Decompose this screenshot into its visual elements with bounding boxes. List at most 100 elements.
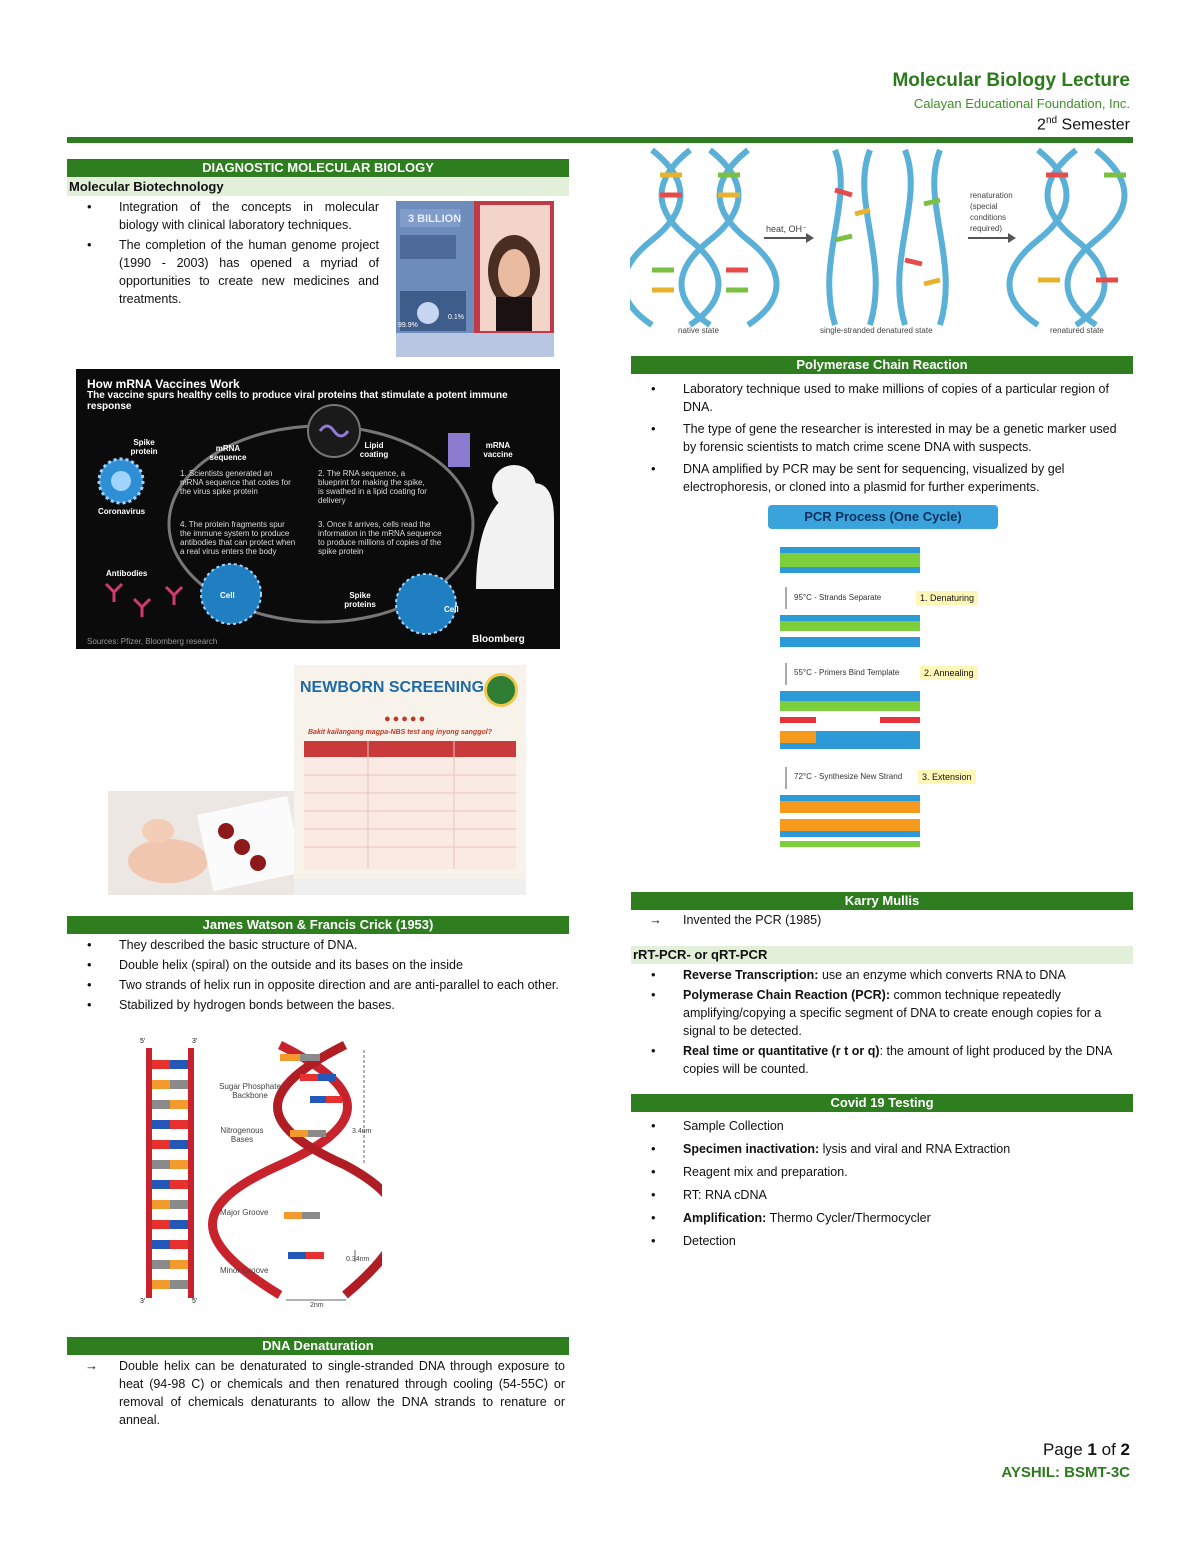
mrna-step-1: 1. Scientists generated an mRNA sequence… [180, 469, 291, 496]
list-item: Detection [631, 1232, 1131, 1250]
list-item: Reverse Transcription: use an enzyme whi… [631, 966, 1131, 984]
list-item: Two strands of helix run in opposite dir… [67, 976, 569, 994]
genome-image: 3 BILLION 99.9% 0.1% [396, 201, 554, 357]
mrna-image-title: How mRNA Vaccines Work [87, 377, 240, 391]
doh-seal [484, 673, 518, 707]
newborn-screening-image: NEWBORN SCREENING ●●●●● Bakit kailangang… [294, 665, 526, 895]
nbs-title: NEWBORN SCREENING [300, 679, 485, 696]
section-mullis-title: Karry Mullis [631, 892, 1133, 910]
document-title: Molecular Biology Lecture [892, 70, 1130, 91]
section-covid-title: Covid 19 Testing [631, 1094, 1133, 1112]
organization-name: Calayan Educational Foundation, Inc. [913, 96, 1130, 111]
label-mrna-sequence: mRNA sequence [209, 444, 247, 462]
genome-pct-a: 99.9% [398, 322, 418, 329]
label-minor-groove: Minor Groove [220, 1266, 269, 1275]
mrna-source: Sources: Pfizer, Bloomberg research [87, 637, 218, 646]
section-pcr-title: Polymerase Chain Reaction [631, 356, 1133, 374]
subsection-biotech-title: Molecular Biotechnology [67, 178, 569, 196]
label-cell-2: Cell [444, 605, 459, 614]
mrna-vaccine-image: How mRNA Vaccines Work The vaccine spurs… [76, 369, 560, 649]
pcr-figure-title: PCR Process (One Cycle) [768, 505, 998, 529]
page-number: Page 1 of 2 [1042, 1440, 1130, 1459]
nbs-table [304, 741, 516, 869]
label-spike-protein: Spike protein [130, 438, 158, 456]
pcr-process-figure: PCR Process (One Cycle) 95°C - Stra [768, 505, 998, 865]
genome-photo: 3 BILLION 99.9% 0.1% [396, 201, 554, 357]
label-2nm: 2nm [310, 1302, 324, 1309]
label-spike-proteins: Spike proteins [344, 591, 376, 609]
list-item: Real time or quantitative (r t or q): th… [631, 1042, 1131, 1078]
label-renatured-state: renatured state [1050, 326, 1104, 335]
mrna-cycle-diagram [97, 404, 554, 635]
list-item: RT: RNA cDNA [631, 1186, 1131, 1204]
list-item: They described the basic structure of DN… [67, 936, 569, 954]
section-watson-crick-title: James Watson & Francis Crick (1953) [67, 916, 569, 934]
label-single-stranded: single-stranded denatured state [820, 326, 933, 335]
list-item: Stabilized by hydrogen bonds between the… [67, 996, 569, 1014]
list-item: Polymerase Chain Reaction (PCR): common … [631, 986, 1131, 1040]
list-item: Specimen inactivation: lysis and viral a… [631, 1140, 1131, 1158]
dna-structure-diagram: 5' 3' 3' 5' Sugar Phosphate Backbone Nit… [120, 1030, 403, 1312]
list-item: Integration of the concepts in molecular… [67, 198, 379, 234]
pcr-step2-tag: 2. Annealing [920, 666, 978, 680]
list-item: Invented the PCR (1985) [631, 911, 1131, 929]
ladder-5prime-top: 5' [140, 1038, 146, 1045]
covid-list: Sample Collection Specimen inactivation:… [631, 1117, 1131, 1252]
list-item: DNA amplified by PCR may be sent for seq… [631, 460, 1131, 496]
biotech-list: Integration of the concepts in molecular… [67, 198, 379, 310]
label-backbone: Sugar Phosphate Backbone [219, 1082, 281, 1100]
nbs-question: Bakit kailangang magpa-NBS test ang inyo… [308, 729, 492, 736]
list-item: Amplification: Thermo Cycler/Thermocycle… [631, 1209, 1131, 1227]
nbs-dots: ●●●●● [384, 713, 428, 725]
pcr-step1-tag: 1. Denaturing [916, 591, 979, 605]
header-rule [67, 137, 1133, 143]
nbs-footer-bar [294, 879, 526, 895]
denaturation-helices [620, 147, 1128, 328]
subsection-rt-pcr-title: rRT-PCR- or qRT-PCR [631, 946, 1133, 964]
label-nitrogenous-bases: Nitrogenous Bases [220, 1126, 264, 1144]
label-lipid-coating: Lipid coating [359, 441, 389, 459]
label-antibodies: Antibodies [106, 569, 148, 578]
semester-label: 2nd Semester [1037, 115, 1130, 134]
dna-ladder-and-helix [146, 1040, 403, 1301]
pcr-step3-tag: 3. Extension [918, 770, 976, 784]
list-item: Double helix can be denaturated to singl… [67, 1357, 565, 1429]
list-item: Sample Collection [631, 1117, 1131, 1135]
label-heat: heat, OH⁻ [766, 224, 807, 234]
label-cell: Cell [220, 591, 235, 600]
watson-crick-list: They described the basic structure of DN… [67, 936, 569, 1016]
label-native-state: native state [678, 326, 719, 335]
ladder-5prime-bottom: 5' [192, 1298, 198, 1305]
list-item: Double helix (spiral) on the outside and… [67, 956, 569, 974]
list-item: The type of gene the researcher is inter… [631, 420, 1131, 456]
list-item: The completion of the human genome proje… [67, 236, 379, 308]
mrna-step-2: 2. The RNA sequence, a blueprint for mak… [318, 469, 427, 505]
pcr-step1-text: 95°C - Strands Separate [794, 593, 882, 602]
dna-denaturation-list: Double helix can be denaturated to singl… [67, 1357, 565, 1431]
rt-pcr-list: Reverse Transcription: use an enzyme whi… [631, 966, 1131, 1080]
genome-pct-b: 0.1% [448, 314, 464, 321]
pcr-list: Laboratory technique used to make millio… [631, 380, 1131, 498]
pcr-strands [780, 547, 920, 847]
label-renaturation: renaturation (special conditions require… [970, 191, 1013, 233]
mrna-image-subtitle: The vaccine spurs healthy cells to produ… [87, 390, 508, 412]
label-mrna-vaccine: mRNA vaccine [483, 441, 513, 459]
pcr-step2-text: 55°C - Primers Bind Template [794, 668, 900, 677]
mrna-step-4: 4. The protein fragments spur the immune… [180, 520, 296, 556]
label-major-groove: Major Groove [220, 1208, 269, 1217]
section-diagnostic-title: DIAGNOSTIC MOLECULAR BIOLOGY [67, 159, 569, 177]
label-coronavirus: Coronavirus [98, 507, 146, 516]
newborn-foot-illustration [108, 791, 296, 895]
label-0-34nm: 0.34nm [346, 1256, 370, 1263]
genome-badge: 3 BILLION [408, 213, 461, 225]
mullis-list: Invented the PCR (1985) [631, 911, 1131, 931]
section-dna-denaturation-title: DNA Denaturation [67, 1337, 569, 1355]
pcr-step3-text: 72°C - Synthesize New Strand [794, 772, 903, 781]
newborn-foot-photo [108, 791, 296, 895]
ladder-3prime-top: 3' [192, 1038, 198, 1045]
mrna-step-3: 3. Once it arrives, cells read the infor… [318, 520, 442, 556]
author-label: AYSHIL: BSMT-3C [1001, 1464, 1130, 1481]
denaturation-figure: heat, OH⁻ renaturation (special conditio… [620, 140, 1142, 338]
ladder-3prime-bottom: 3' [140, 1298, 146, 1305]
label-3-4nm: 3.4nm [352, 1128, 372, 1135]
